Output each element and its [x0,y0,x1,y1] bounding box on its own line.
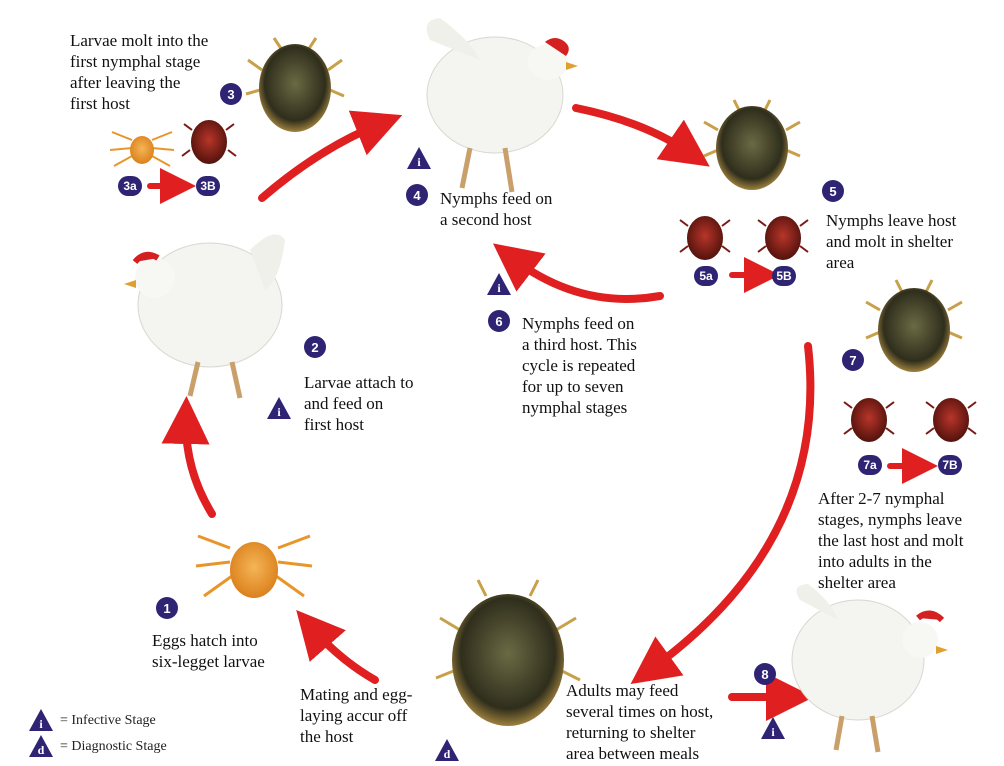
infective-stage-icon: i [760,716,786,740]
arrow-3-to-4 [262,124,380,198]
infective-stage-icon: i [486,272,512,296]
tick-red-7b [926,398,976,442]
legend-infective-icon: i [28,708,54,732]
tick-red-5b [758,216,808,260]
tick-nymph-5 [704,100,800,190]
tick-nymph-3 [246,38,344,132]
tick-red-3b [182,120,236,164]
step-4-badge: 4 [406,184,428,206]
step-7a-badge: 7a [858,455,882,475]
legend-infective-label: = Infective Stage [60,712,156,730]
tick-nymph-7 [866,280,962,372]
step-6-text: Nymphs feed on a third host. This cycle … [522,313,637,418]
infective-stage-icon: i [266,396,292,420]
arrow-7-to-8 [650,346,810,670]
step-8-badge: 8 [754,663,776,685]
infective-stage-icon: i [406,146,432,170]
mating-text: Mating and egg- laying accur off the hos… [300,684,412,747]
tick-red-5a [680,216,730,260]
arrow-1-to-2 [186,420,212,514]
svg-text:d: d [444,747,451,761]
chicken-host-1 [124,234,285,398]
step-4-text: Nymphs feed on a second host [440,188,552,230]
arrow-mating-to-1 [312,628,375,680]
legend-diagnostic-label: = Diagnostic Stage [60,738,167,756]
step-5a-badge: 5a [694,266,718,286]
legend-diagnostic-icon: d [28,734,54,758]
step-6-badge: 6 [488,310,510,332]
step-7b-badge: 7B [938,455,962,475]
step-3-badge: 3 [220,83,242,105]
arrow-6-to-4 [512,258,660,299]
step-3-text: Larvae molt into the first nymphal stage… [70,30,208,114]
step-2-text: Larvae attach to and feed on first host [304,372,414,435]
arrow-4-to-5 [576,108,690,153]
step-5-text: Nymphs leave host and molt in shelter ar… [826,210,956,273]
step-1-badge: 1 [156,597,178,619]
tick-red-7a [844,398,894,442]
chicken-host-adult [792,584,948,752]
step-8-text: Adults may feed several times on host, r… [566,680,713,764]
chicken-host-2 [427,18,578,192]
larva-1 [196,536,312,598]
step-7-badge: 7 [842,349,864,371]
step-3b-badge: 3B [196,176,220,196]
svg-text:d: d [38,743,45,757]
step-5-badge: 5 [822,180,844,202]
step-5b-badge: 5B [772,266,796,286]
larva-3a [110,132,174,166]
tick-adult [436,580,580,726]
step-3a-badge: 3a [118,176,142,196]
step-1-text: Eggs hatch into six-legget larvae [152,630,265,672]
step-7-text: After 2-7 nymphal stages, nymphs leave t… [818,488,963,593]
step-2-badge: 2 [304,336,326,358]
diagnostic-stage-icon: d [434,738,460,762]
